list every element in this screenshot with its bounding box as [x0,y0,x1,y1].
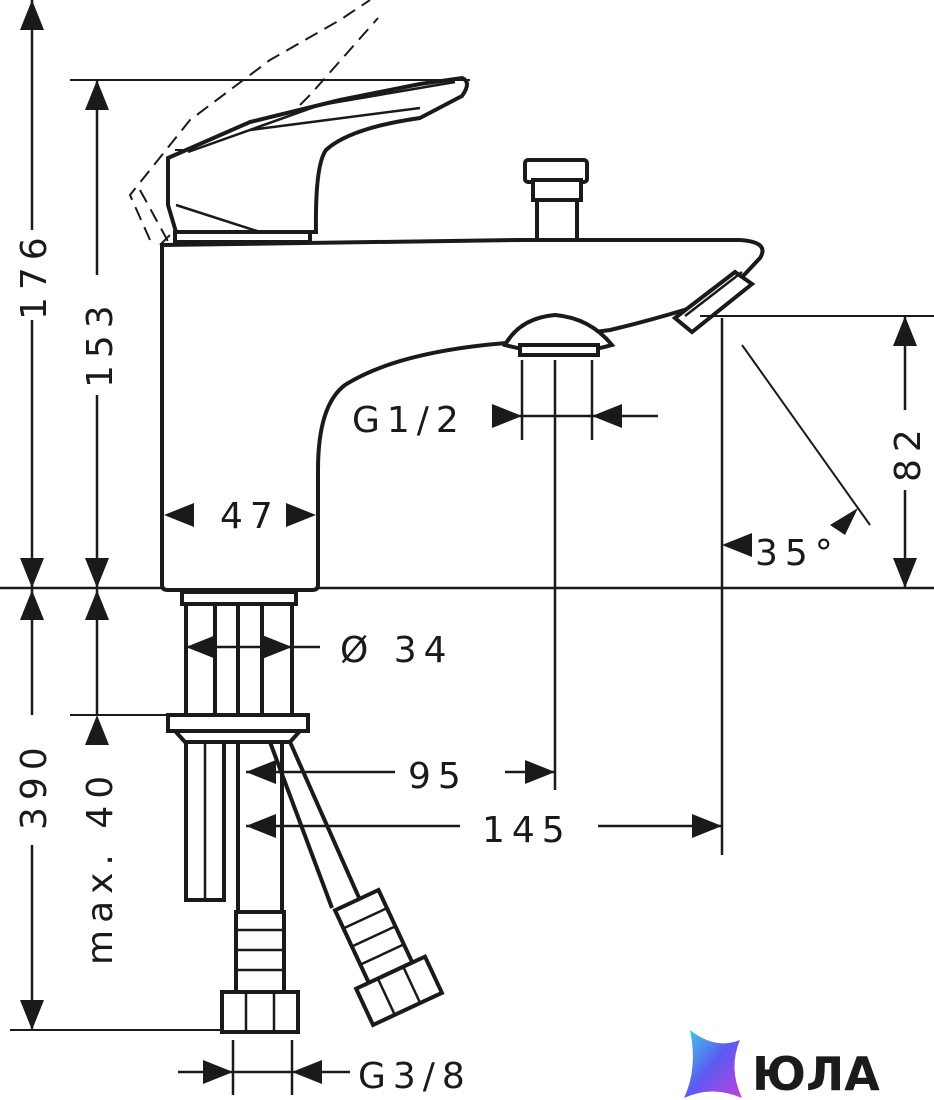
dim-body-height-label: 153 [80,298,121,388]
brand-name: ЮЛА [752,1047,880,1100]
faucet-body [160,75,765,592]
dim-spout-reach-label: 145 [482,810,572,851]
dim-angle-label: 35° [755,533,840,574]
dim-body-diameter: 47 [164,496,316,537]
dim-below-deck: 390 [10,588,222,1031]
dim-max-thickness-label: max. 40 [80,769,121,965]
dim-body-height: 153 [70,79,470,588]
dim-spout-reach: 145 [246,810,722,851]
dim-hose-thread: G3/8 [178,1040,472,1097]
dim-shank-diameter-label: Ø 34 [340,630,454,671]
dim-total-height-label: 176 [14,230,55,320]
dim-below-deck-label: 390 [14,740,55,830]
brand-star-icon [684,1030,742,1098]
brand-logo: ЮЛА [684,1030,880,1100]
dim-spout-height: 82 [700,315,934,588]
dim-shank-diameter: Ø 34 [184,606,454,671]
dim-total-height: 176 [14,0,55,588]
shank-assembly [166,590,445,1034]
dim-outlet-offset: 95 [246,756,555,797]
dim-outlet-thread-label: G1/2 [352,400,466,441]
dim-spout-height-label: 82 [888,422,929,482]
dim-angle: 35° [720,318,871,855]
dim-outlet-thread: G1/2 [352,360,658,790]
dim-max-thickness: max. 40 [70,588,168,965]
dim-body-diameter-label: 47 [220,496,280,537]
dim-hose-thread-label: G3/8 [358,1056,472,1097]
dim-outlet-offset-label: 95 [408,756,468,797]
